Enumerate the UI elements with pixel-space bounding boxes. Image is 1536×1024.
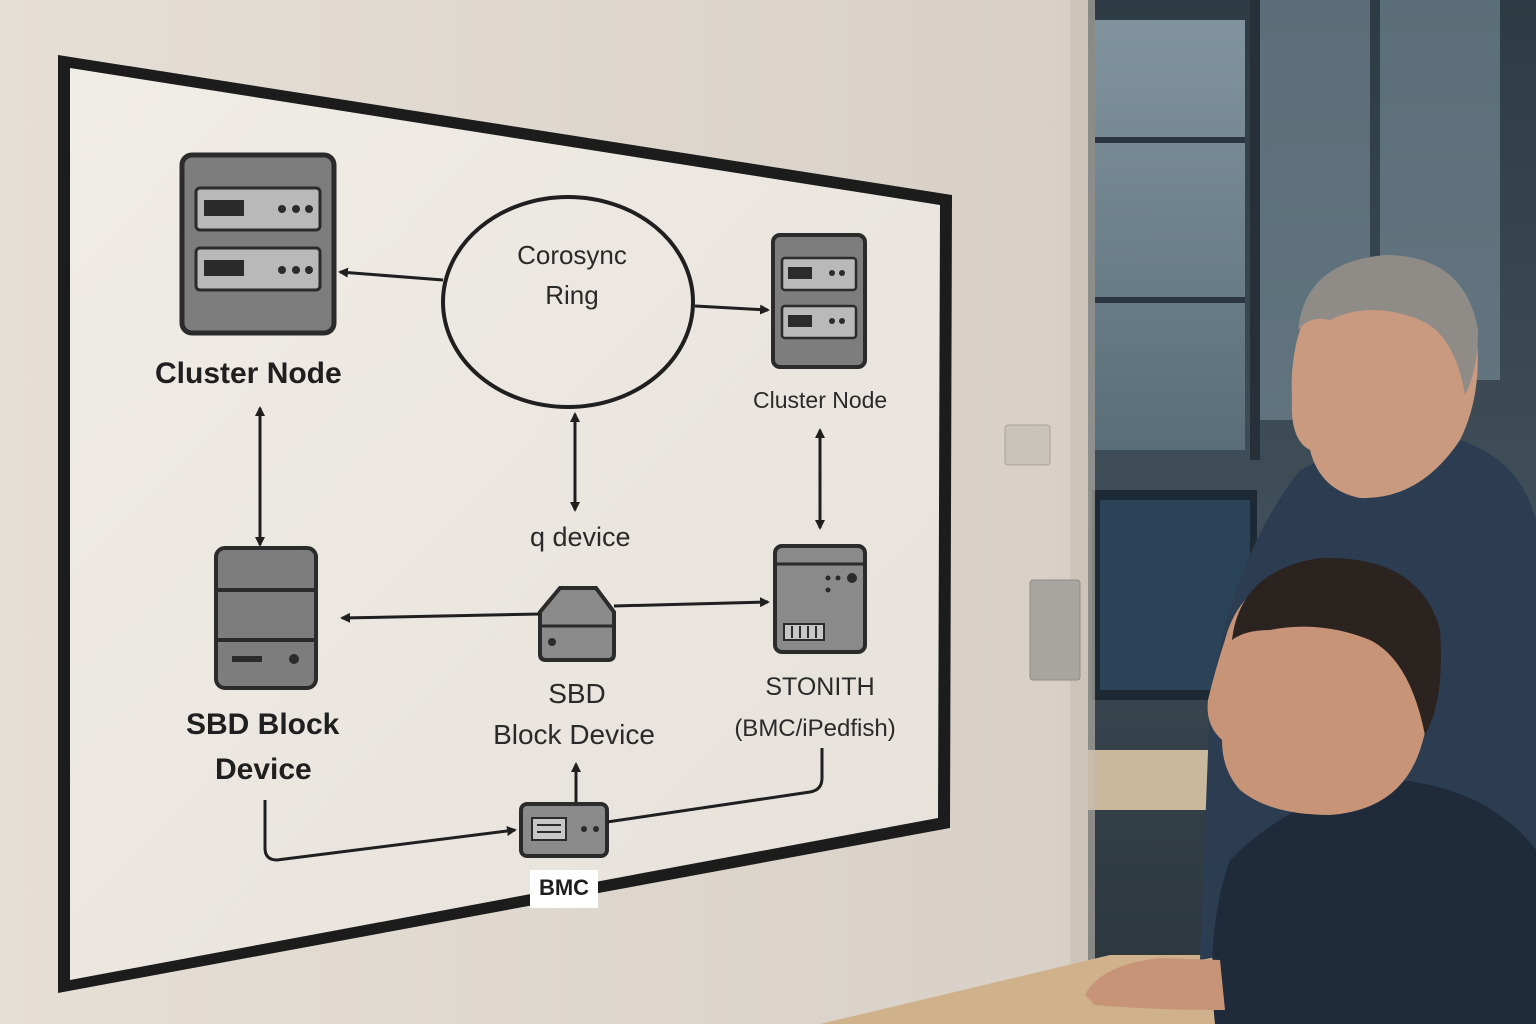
wall-outlet xyxy=(1004,424,1051,466)
sbd-left-label-line1: SBD Block xyxy=(186,708,340,741)
cluster-node-left-label: Cluster Node xyxy=(155,357,342,390)
person-seated-hand xyxy=(1085,958,1225,1010)
person-seated-body xyxy=(1212,780,1536,1024)
cluster-node-right: Cluster Node xyxy=(753,233,887,413)
sbd-center-label-line1: SBD xyxy=(548,678,606,709)
cluster-node-left: Cluster Node xyxy=(155,152,342,390)
bmc-label: BMC xyxy=(539,875,589,900)
wall-panel xyxy=(1029,579,1081,681)
server-rack-icon xyxy=(179,152,337,336)
arrow-sbd-to-left xyxy=(340,612,541,623)
stonith-device: STONITH (BMC/iPedfish) xyxy=(734,544,896,742)
qdevice-label: q device xyxy=(530,522,631,552)
sbd-left-label-line2: Device xyxy=(215,753,312,786)
person-seated xyxy=(1085,557,1536,1024)
server-rack-icon xyxy=(771,233,867,369)
arrow-left-sbd-to-bmc xyxy=(263,800,517,862)
person-seated-hair xyxy=(1232,557,1441,735)
sbd-block-device-center: SBD Block Device xyxy=(493,586,655,750)
arrow-ring-to-right-node xyxy=(694,304,770,315)
hard-drive-icon xyxy=(538,586,616,662)
bmc-device: BMC xyxy=(519,802,609,908)
stonith-label-line1: STONITH xyxy=(765,673,874,701)
diagram: Cluster Node Corosync Ring Cluster Node xyxy=(155,152,896,908)
sbd-center-label-line2: Block Device xyxy=(493,719,655,750)
stonith-label-line2: (BMC/iPedfish) xyxy=(734,715,895,742)
office-desk xyxy=(1088,750,1228,810)
corosync-ring-label-line1: Corosync xyxy=(517,240,627,270)
office-window xyxy=(1095,20,1245,450)
line-stonith-to-bmc xyxy=(606,748,824,824)
corosync-ring-label-line2: Ring xyxy=(545,280,598,310)
sbd-block-device-left: SBD Block Device xyxy=(186,546,340,786)
arrow-ring-to-left-node xyxy=(338,267,444,282)
arrow-sbd-to-stonith xyxy=(613,597,770,608)
corosync-ring: Corosync Ring xyxy=(441,195,695,409)
person-standing-hair xyxy=(1298,255,1478,395)
cluster-node-right-label: Cluster Node xyxy=(753,387,887,413)
hard-drive-icon xyxy=(214,546,318,690)
